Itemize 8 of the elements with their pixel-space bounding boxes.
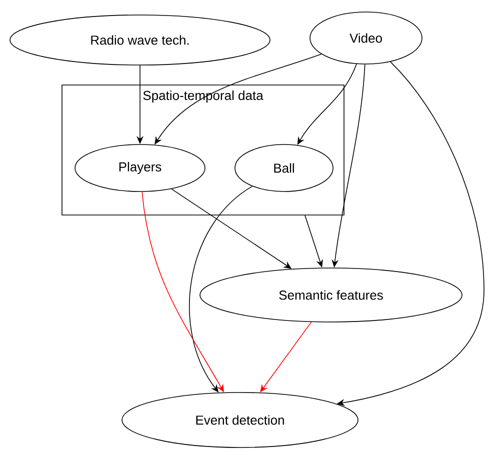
- ellipse-node: Radio wave tech.: [10, 14, 270, 66]
- ellipse-node: Ball: [234, 144, 334, 192]
- ellipse-node: Event detection: [122, 392, 358, 448]
- arrow: [297, 64, 357, 145]
- ellipse-node: Semantic features: [200, 268, 462, 322]
- ellipse-node: Players: [74, 144, 206, 192]
- arrow: [260, 322, 312, 392]
- ellipse-node: Video: [310, 12, 422, 64]
